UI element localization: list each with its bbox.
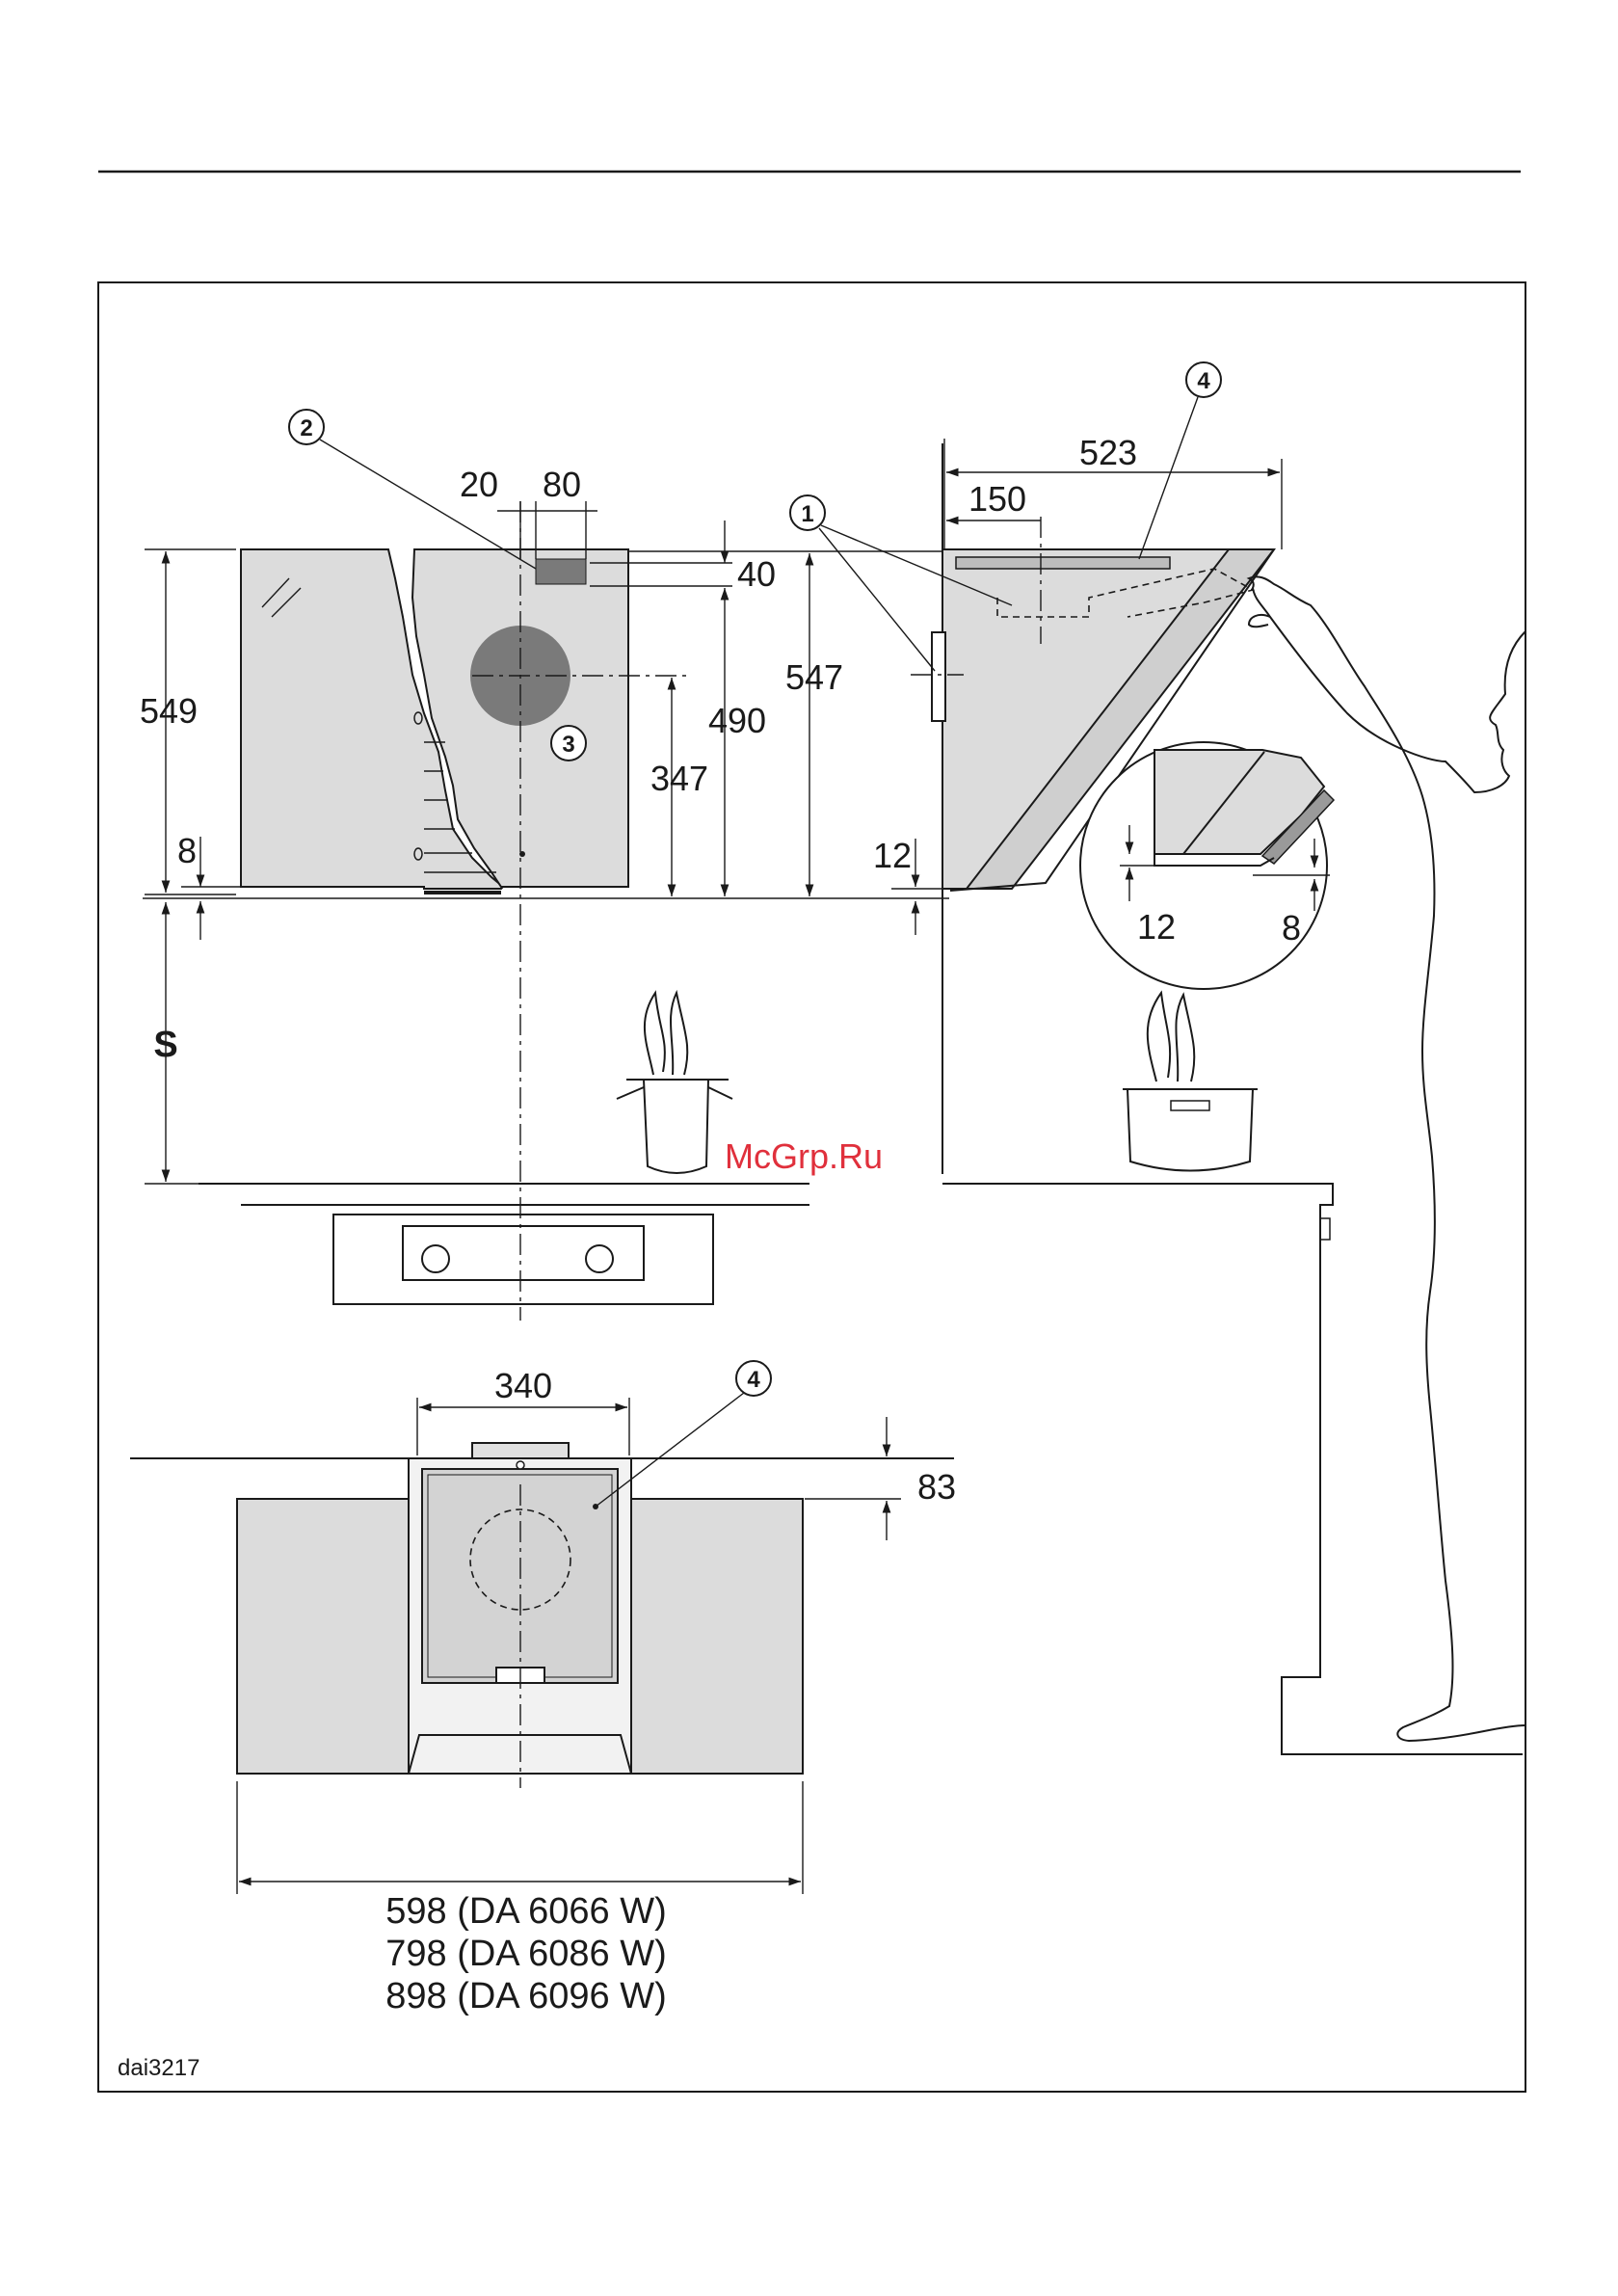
callout-3: 3 <box>562 732 574 758</box>
watermark: McGrp.Ru <box>725 1136 883 1176</box>
dim-s: S <box>153 1025 177 1065</box>
outlet-rect <box>536 559 586 584</box>
top-duct <box>472 1443 569 1458</box>
dim-549: 549 <box>140 691 198 731</box>
callout-4-bottom: 4 <box>747 1367 760 1393</box>
pot-front <box>617 993 732 1173</box>
dim-40: 40 <box>737 554 776 594</box>
dim-12-front: 12 <box>873 836 912 875</box>
dim-150: 150 <box>968 479 1026 519</box>
dim-340: 340 <box>494 1366 552 1405</box>
cabinet-handle <box>1320 1218 1330 1240</box>
dim-83: 83 <box>917 1467 956 1507</box>
dim-523: 523 <box>1079 433 1137 472</box>
callout-4-bottom-dot <box>593 1504 598 1509</box>
flame-icon <box>1148 993 1195 1081</box>
side-view: 1 4 523 150 12 8 <box>790 362 1525 1754</box>
width-label-1: 598 (DA 6066 W) <box>385 1891 666 1932</box>
dim-80: 80 <box>543 465 581 504</box>
hob-unit <box>333 1215 713 1304</box>
callout-4-top-leader <box>1139 397 1198 559</box>
person-hand <box>1249 615 1270 627</box>
dim-8-left: 8 <box>177 831 197 870</box>
top-right-panel <box>631 1499 803 1774</box>
dim-547: 547 <box>785 657 843 697</box>
dim-8-detail: 8 <box>1282 908 1301 948</box>
hob-burner <box>422 1245 449 1272</box>
callout-4-bottom-leader <box>596 1393 744 1507</box>
dim-347: 347 <box>650 759 708 798</box>
callout-1-leader <box>819 528 935 671</box>
front-view: 2 3 20 80 40 549 8 347 490 <box>140 410 949 1321</box>
dim-20: 20 <box>460 465 498 504</box>
top-view: 4 340 83 598 (DA 6066 W) 798 (DA 6086 W)… <box>130 1361 956 2016</box>
callout-2: 2 <box>300 415 312 441</box>
callout-4-top: 4 <box>1197 368 1210 394</box>
dim-12-detail: 12 <box>1137 907 1176 947</box>
width-label-2: 798 (DA 6086 W) <box>385 1934 666 1974</box>
pot-side <box>1123 993 1258 1171</box>
width-label-3: 898 (DA 6096 W) <box>385 1976 666 2016</box>
filter-screw <box>517 1461 524 1469</box>
wall-bracket <box>932 632 945 721</box>
callout-1: 1 <box>801 501 813 527</box>
drawing-code: dai3217 <box>118 2055 199 2081</box>
top-rail <box>956 557 1170 569</box>
person-silhouette <box>1249 576 1525 1741</box>
dim-490: 490 <box>708 701 766 740</box>
flame-icon <box>645 993 687 1075</box>
top-left-panel <box>237 1499 409 1774</box>
hob-burner <box>586 1245 613 1272</box>
